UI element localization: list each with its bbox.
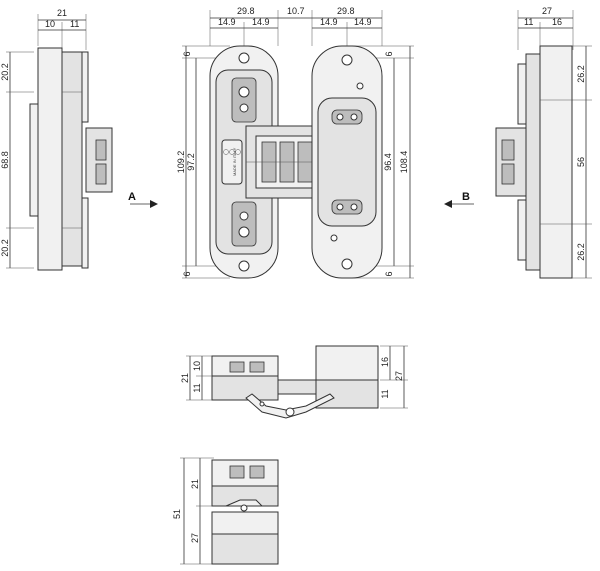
front-view: 29.8 10.7 29.8 14.9 14.9 14.9 14.9 6 109… [176, 6, 414, 279]
dim-bot-21: 21 [190, 479, 200, 489]
bottom-lower-leaf-bottom [211, 533, 279, 565]
bottom-pivot-pin [240, 504, 248, 512]
left-view-body-back [37, 47, 63, 271]
dim-right-top-27: 27 [542, 6, 552, 16]
dim-front-14-9-b: 14.9 [252, 17, 270, 27]
mid-right-leaf-bottom [315, 379, 379, 409]
dim-front-14-9-d: 14.9 [354, 17, 372, 27]
dim-mid-left-21: 21 [180, 373, 190, 383]
front-left-bottom-screw-hole [238, 260, 250, 272]
dim-left-top-21: 21 [57, 8, 67, 18]
made-in-italy-mark: MADE IN ITALY [232, 147, 237, 176]
bottom-lower-leaf-top [211, 511, 279, 535]
dim-right-side-56: 56 [576, 157, 586, 167]
dim-bot-51: 51 [172, 509, 182, 519]
dim-front-left-97-2: 97.2 [186, 153, 196, 171]
dim-front-10-7: 10.7 [287, 6, 305, 16]
dim-front-right-96-4: 96.4 [383, 153, 393, 171]
right-view-body-back [539, 45, 573, 279]
dim-left-side-20-2-bot: 20.2 [0, 239, 10, 257]
front-right-top-screw-hole [341, 54, 353, 66]
dim-left-top-10: 10 [45, 19, 55, 29]
dim-mid-left-10: 10 [192, 361, 202, 371]
dim-left-side-68-8: 68.8 [0, 151, 10, 169]
dim-left-side-20-2-top: 20.2 [0, 63, 10, 81]
right-view-hinge-knuckle [495, 127, 527, 197]
dim-front-right-108-4: 108.4 [399, 151, 409, 174]
right-side-view: 27 11 16 26.2 56 26.2 [495, 6, 592, 279]
dim-front-right-6-top: 6 [384, 51, 394, 56]
left-view-body-front [61, 51, 83, 267]
mid-left-leaf-top [211, 355, 279, 377]
bottom-upper-leaf-top [211, 459, 279, 487]
right-view-body-front [525, 53, 541, 271]
view-label-b: B [462, 191, 470, 203]
view-label-a: A [128, 191, 136, 203]
dim-front-14-9-a: 14.9 [218, 17, 236, 27]
front-left-top-screw-hole [238, 52, 250, 64]
mid-right-leaf-top [315, 345, 379, 381]
dim-mid-right-27: 27 [394, 371, 404, 381]
dim-right-side-26-2-top: 26.2 [576, 65, 586, 83]
dim-front-29-8-left: 29.8 [237, 6, 255, 16]
front-right-bottom-screw-hole [341, 258, 353, 270]
dim-right-top-11: 11 [524, 17, 533, 27]
dim-bot-27: 27 [190, 533, 200, 543]
view-arrow-a: A [128, 191, 158, 208]
mid-left-leaf-bottom [211, 375, 279, 401]
dim-right-top-16: 16 [552, 17, 562, 27]
dim-mid-left-11: 11 [192, 383, 202, 392]
dim-mid-right-11: 11 [380, 389, 390, 398]
dim-front-29-8-right: 29.8 [337, 6, 355, 16]
dim-mid-right-16: 16 [380, 357, 390, 367]
dim-front-14-9-c: 14.9 [320, 17, 338, 27]
dim-right-side-26-2-bot: 26.2 [576, 243, 586, 261]
left-side-view: 21 10 11 20.2 68.8 20.2 [0, 8, 113, 271]
dim-front-left-6-bot: 6 [182, 271, 192, 276]
middle-plan-view: 21 10 11 16 27 11 [180, 345, 408, 419]
dim-front-left-6-top: 6 [182, 51, 192, 56]
bottom-plan-view: 51 21 27 [172, 457, 279, 565]
view-arrow-b: B [444, 191, 474, 208]
dim-front-right-6-bot: 6 [384, 271, 394, 276]
dim-front-left-109-2: 109.2 [176, 151, 186, 174]
mid-pivot-pin [285, 407, 295, 417]
dim-left-top-11: 11 [70, 19, 79, 29]
